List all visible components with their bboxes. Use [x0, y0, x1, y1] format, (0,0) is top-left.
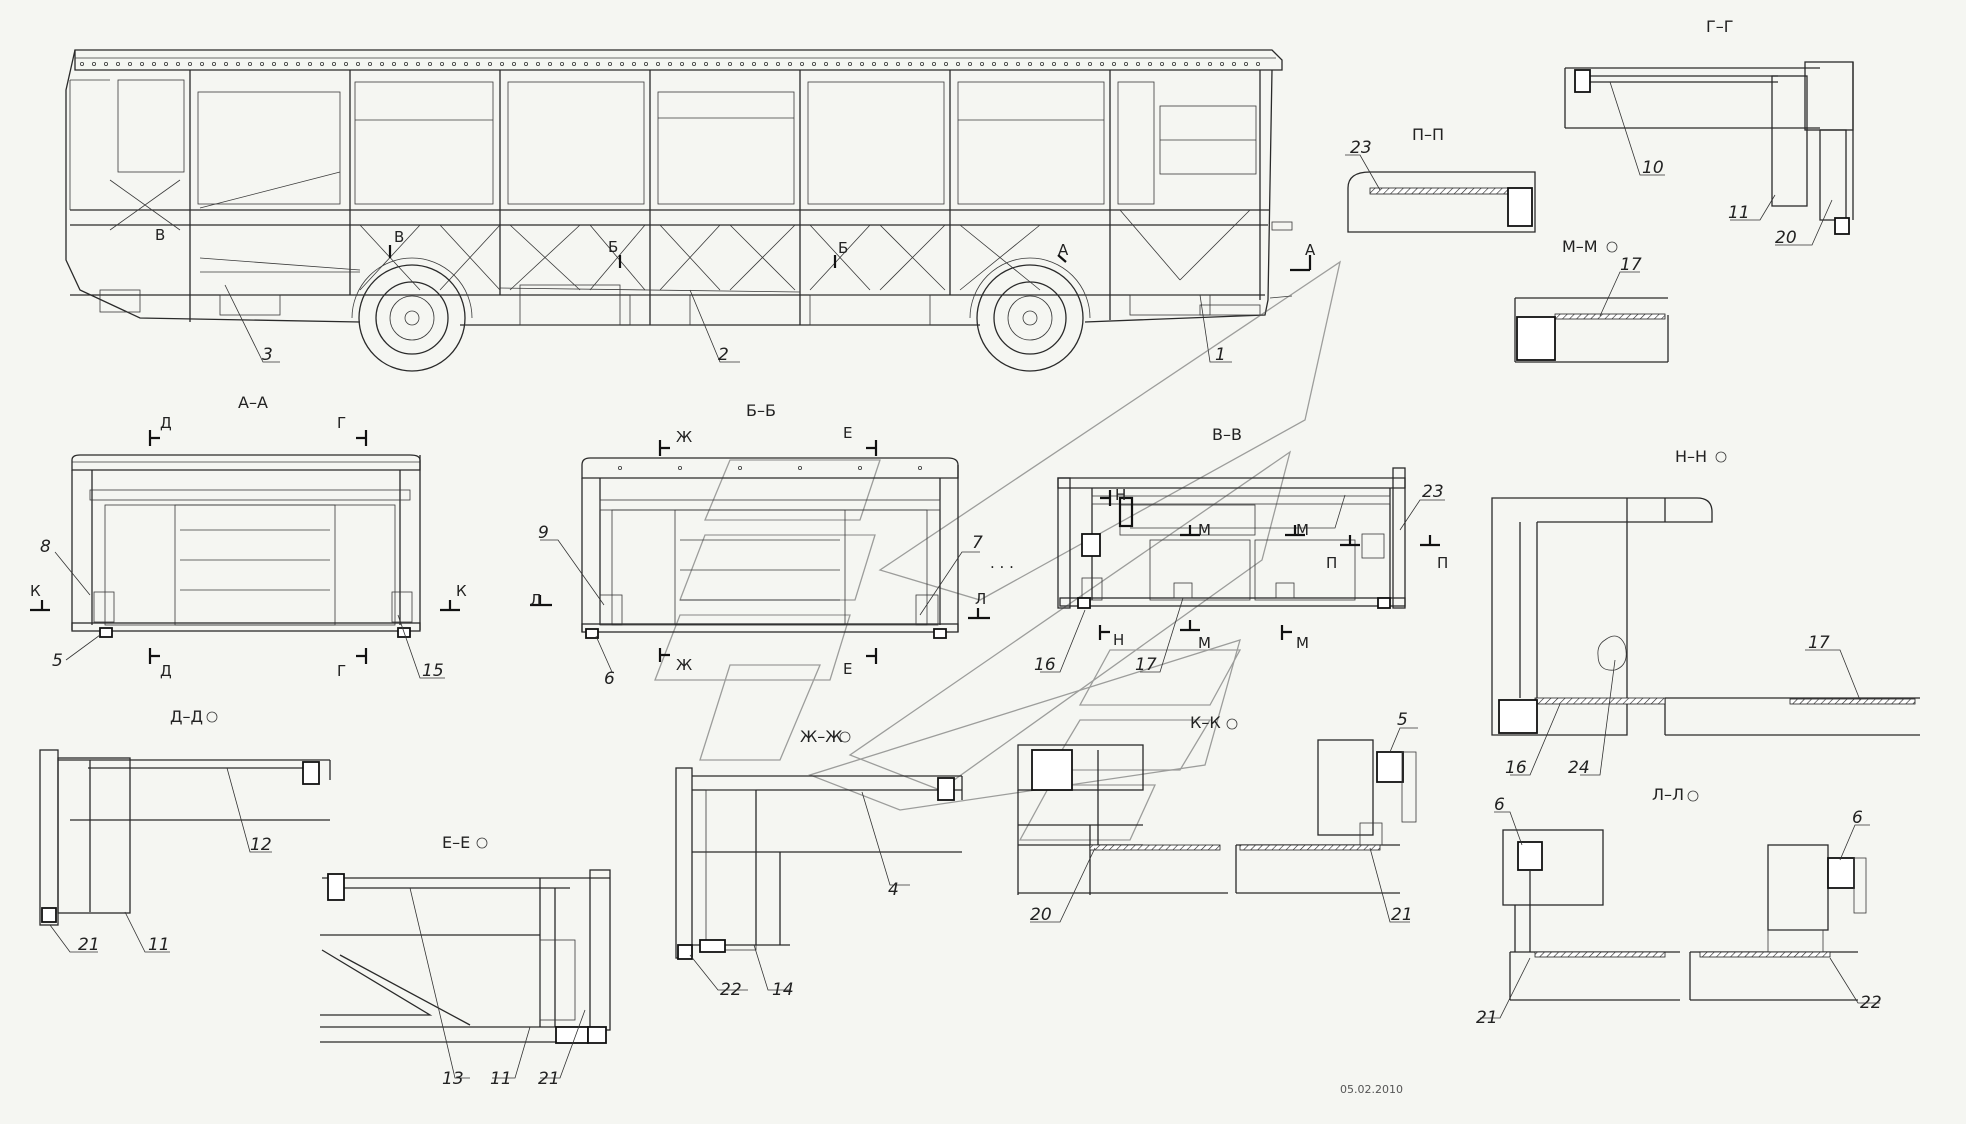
part-label-17-mm: 17	[1620, 255, 1642, 275]
marker-d-top: Д	[160, 414, 172, 432]
part-label-17-vv: 17	[1135, 655, 1157, 675]
marker-g-bottom: Г	[337, 662, 346, 680]
marker-g-top: Г	[337, 414, 346, 432]
part-label-10: 10	[1642, 158, 1664, 178]
marker-p-right: П	[1437, 554, 1448, 572]
part-label-21-kk: 21	[1391, 905, 1413, 925]
part-label-20-gg: 20	[1775, 228, 1797, 248]
part-label-23-vv: 23	[1422, 482, 1444, 502]
section-vv-title: В–В	[1212, 425, 1242, 444]
side-view-section-markers: А А Б Б В В	[155, 226, 1316, 272]
section-aa-title: А–А	[238, 393, 268, 412]
section-ll-title: Л–Л	[1652, 785, 1684, 804]
marker-p-left: П	[1326, 554, 1337, 572]
bus-side-view: А А Б Б В В 3 2 1	[65, 49, 1316, 372]
date-stamp: 05.02.2010	[1340, 1083, 1403, 1096]
section-aa: А–А Д Д Г Г К К 8 5 15	[30, 393, 467, 681]
part-label-22-ll: 22	[1860, 993, 1882, 1013]
section-gg-title: Г–Г	[1706, 17, 1734, 36]
marker-a-body: А	[1058, 241, 1069, 259]
marker-k-left: К	[30, 582, 41, 600]
part-label-21-dd: 21	[78, 935, 100, 955]
part-label-24: 24	[1568, 758, 1590, 778]
section-ee: Е–Е 13 11 21	[320, 833, 611, 1089]
section-pp-title: П–П	[1412, 125, 1444, 144]
side-view-part-labels: 3 2 1	[224, 284, 1232, 365]
part-label-1: 1	[1215, 345, 1226, 365]
part-label-11-gg: 11	[1728, 203, 1750, 223]
part-label-22-zhzh: 22	[720, 980, 742, 1000]
part-label-16-vv: 16	[1034, 655, 1056, 675]
section-dd: Д–Д 12 21 11	[39, 707, 331, 955]
marker-l-right: Л	[975, 590, 986, 608]
marker-k-right: К	[456, 582, 467, 600]
part-label-12: 12	[250, 835, 272, 855]
section-kk: К–К 5 20 21	[1017, 710, 1418, 925]
part-label-5-aa: 5	[52, 651, 63, 671]
marker-zh-bottom: Ж	[676, 656, 692, 674]
part-label-6-ll-right: 6	[1852, 808, 1863, 828]
marker-m-top-right: М	[1296, 521, 1309, 539]
part-label-11-dd: 11	[148, 935, 170, 955]
marker-v-1: В	[394, 228, 404, 246]
part-label-17-nn: 17	[1808, 633, 1830, 653]
section-bb: Б–Б Ж Ж Е Е Л Л 9 6 7	[530, 401, 1014, 689]
section-bb-title: Б–Б	[746, 401, 776, 420]
part-label-20-kk: 20	[1030, 905, 1052, 925]
section-pp: П–П 23	[1345, 125, 1536, 233]
marker-b-2: Б	[838, 239, 848, 257]
marker-n-top: Н	[1115, 486, 1126, 504]
marker-e-top: Е	[843, 424, 852, 442]
part-label-15: 15	[422, 661, 444, 681]
marker-zh-top: Ж	[676, 428, 692, 446]
section-ll: Л–Л 6 6 21 22	[1476, 785, 1882, 1028]
section-ee-title: Е–Е	[442, 833, 470, 852]
marker-n-bottom: Н	[1113, 631, 1124, 649]
section-mm-title: М–М	[1562, 237, 1598, 256]
part-label-14: 14	[772, 980, 794, 1000]
part-label-8: 8	[40, 537, 51, 557]
part-label-21-ll: 21	[1476, 1008, 1498, 1028]
section-dd-title: Д–Д	[170, 707, 203, 726]
marker-b-1: Б	[608, 238, 618, 256]
marker-d-bottom: Д	[160, 662, 172, 680]
section-zhzh-title: Ж–Ж	[800, 727, 842, 746]
part-label-6-bb: 6	[604, 669, 615, 689]
part-label-6-ll-left: 6	[1494, 795, 1505, 815]
part-label-3: 3	[262, 345, 273, 365]
part-label-9: 9	[538, 523, 549, 543]
section-vv: В–В Н Н М М М М П П	[1034, 425, 1448, 675]
marker-m-top-left: М	[1198, 521, 1211, 539]
section-gg: Г–Г 10 11 20	[1564, 17, 1854, 248]
marker-e-bottom: Е	[843, 660, 852, 678]
part-label-7: 7	[972, 533, 983, 553]
watermark-logo	[654, 260, 1341, 841]
part-label-11-ee: 11	[490, 1069, 512, 1089]
part-label-13: 13	[442, 1069, 464, 1089]
part-label-5-kk: 5	[1397, 710, 1408, 730]
section-nn: Н–Н 17 16 24	[1491, 447, 1920, 778]
marker-l-left: Л	[530, 591, 541, 609]
part-label-16-nn: 16	[1505, 758, 1527, 778]
marker-m-bottom-right: М	[1296, 634, 1309, 652]
rear-wheel	[351, 257, 473, 372]
marker-v-2: В	[155, 226, 165, 244]
part-label-4: 4	[888, 880, 899, 900]
part-label-21-ee: 21	[538, 1069, 560, 1089]
section-kk-title: К–К	[1190, 713, 1221, 732]
part-label-23-pp: 23	[1350, 138, 1372, 158]
section-mm: М–М 17	[1514, 237, 1669, 363]
marker-m-bottom-left: М	[1198, 634, 1211, 652]
section-zhzh: Ж–Ж 4 22 14	[675, 727, 963, 1000]
marker-a-side: А	[1305, 241, 1316, 259]
dim-dots: . . .	[990, 554, 1014, 572]
part-label-2: 2	[718, 345, 729, 365]
section-nn-title: Н–Н	[1675, 447, 1707, 466]
front-wheel	[969, 257, 1091, 372]
